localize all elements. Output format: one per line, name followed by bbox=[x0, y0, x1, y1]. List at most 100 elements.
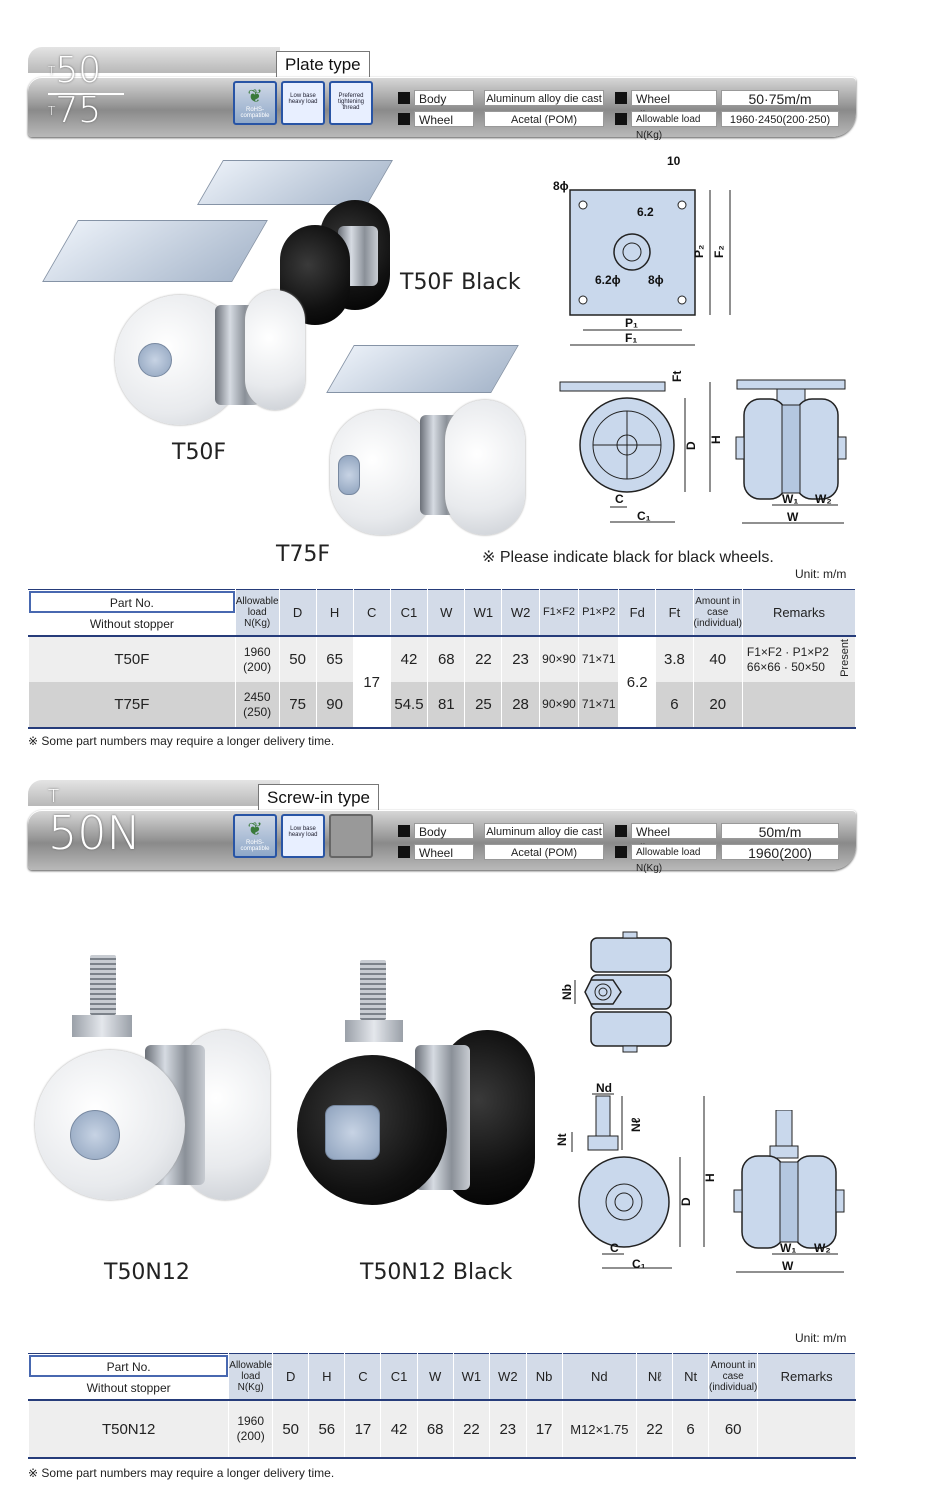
unit-label-2: Unit: m/m bbox=[795, 1331, 847, 1345]
label-w: W bbox=[782, 1259, 794, 1273]
white-wheel bbox=[445, 400, 525, 535]
series-header-t50n: Screw-in type T 50N ❦ RoHS-compatible Lo… bbox=[28, 780, 856, 874]
col-w1: W1 bbox=[452, 1353, 491, 1401]
drawing-screw-side-view: Nd Nt Nℓ D H C C₁ bbox=[552, 1082, 722, 1272]
label-w2: W₂ bbox=[815, 492, 832, 506]
mount-plate bbox=[326, 345, 519, 393]
table-row: T50F 1960(200) 50 65 17 42 68 22 23 90×9… bbox=[28, 636, 857, 728]
spec-wheel-diameter: Wheel diameter 50·75m/m bbox=[615, 89, 839, 122]
col-w1: W1 bbox=[464, 589, 503, 637]
spec-table-screw-type: Part No. Without stopper Allowable load … bbox=[27, 1353, 856, 1459]
bullet-square-icon bbox=[615, 112, 627, 125]
mount-plate bbox=[197, 160, 393, 205]
caption-t50f-black: T50F Black bbox=[400, 270, 521, 295]
drawing-screw-top-view: Nb bbox=[555, 928, 695, 1058]
label-c: C bbox=[610, 1241, 619, 1255]
white-wheel bbox=[245, 290, 305, 410]
col-fd: Fd bbox=[618, 589, 657, 637]
bullet-square-icon bbox=[398, 91, 410, 104]
col-nb: Nb bbox=[525, 1353, 563, 1401]
spec-body: Body Aluminum alloy die cast bbox=[398, 822, 604, 839]
col-h: H bbox=[308, 1353, 346, 1401]
col-p1xp2: P1×P2 bbox=[578, 589, 620, 637]
plate-outline bbox=[569, 189, 696, 316]
col-d: D bbox=[278, 589, 317, 637]
col-w: W bbox=[427, 589, 466, 637]
header-bar bbox=[28, 810, 856, 870]
label-nb: Nb bbox=[560, 984, 574, 1000]
rohs-icon: ❦ RoHS-compatible bbox=[233, 814, 277, 858]
label-h: H bbox=[709, 435, 723, 444]
caption-t50n12-black: T50N12 Black bbox=[360, 1260, 513, 1285]
note-black-wheels: ※ Please indicate black for black wheels… bbox=[482, 549, 774, 566]
caption-t75f: T75F bbox=[276, 542, 331, 567]
col-amount: Amount in case (individual) bbox=[707, 1353, 759, 1401]
empty-icon-slot bbox=[329, 814, 373, 858]
low-base-heavy-load-icon: Low base heavy load bbox=[281, 81, 325, 125]
rohs-icon: ❦ RoHS-compatible bbox=[233, 81, 277, 125]
axle-hub bbox=[70, 1110, 120, 1160]
header-tab-backdrop bbox=[28, 780, 280, 806]
photo-t75f bbox=[310, 340, 530, 540]
col-load: Allowable load N(Kg) bbox=[234, 589, 280, 637]
col-nl: Nℓ bbox=[636, 1353, 674, 1401]
bullet-square-icon bbox=[398, 845, 410, 858]
label-8phi: 8ϕ bbox=[553, 179, 569, 193]
col-c1: C1 bbox=[389, 589, 429, 637]
col-remarks: Remarks bbox=[757, 1353, 856, 1401]
header-bar bbox=[28, 77, 856, 137]
col-f1xf2: F1×F2 bbox=[538, 589, 580, 637]
spec-allowable-load: Allowable load N(Kg) 1960·2450(200·250) bbox=[615, 110, 839, 141]
table-row: T50N12 1960(200) 50 56 17 42 68 22 23 17… bbox=[27, 1400, 856, 1458]
model-t: T bbox=[48, 786, 59, 807]
label-d: D bbox=[684, 441, 698, 450]
label-w1: W₁ bbox=[780, 1241, 796, 1255]
drawing-plate-side-view: Ft D H C C₁ bbox=[555, 362, 725, 527]
label-nl: Nℓ bbox=[629, 1117, 643, 1132]
model-divider bbox=[48, 93, 124, 95]
col-amount: Amount in case (individual) bbox=[692, 589, 743, 637]
col-w2: W2 bbox=[489, 1353, 527, 1401]
col-h: H bbox=[315, 589, 354, 637]
col-w2: W2 bbox=[501, 589, 540, 637]
model-50n: 50N bbox=[48, 806, 141, 860]
label-w2: W₂ bbox=[814, 1241, 831, 1255]
col-ft: Ft bbox=[655, 589, 694, 637]
caption-t50n12: T50N12 bbox=[104, 1260, 190, 1285]
spec-allowable-load: Allowable load N(Kg) 1960(200) bbox=[615, 843, 839, 874]
col-part-no: Part No. Without stopper bbox=[28, 589, 236, 637]
spec-wheel-diameter: Wheel diameter 50m/m bbox=[615, 822, 839, 855]
spec-body: Body Aluminum alloy die cast bbox=[398, 89, 604, 106]
drawing-plate-front-view: W₁ W₂ W bbox=[732, 375, 857, 530]
low-base-heavy-load-icon: Low base heavy load bbox=[281, 814, 325, 858]
label-p2: P₂ bbox=[692, 245, 706, 258]
col-remarks: Remarks bbox=[741, 589, 857, 637]
label-nd: Nd bbox=[596, 1082, 612, 1095]
mount-plate bbox=[42, 220, 268, 282]
label-ft: Ft bbox=[670, 371, 684, 382]
label-c: C bbox=[615, 492, 624, 506]
bullet-square-icon bbox=[398, 824, 410, 837]
col-w: W bbox=[416, 1353, 454, 1401]
col-c1: C1 bbox=[380, 1353, 418, 1401]
drawing-screw-front-view: W₁ W₂ W bbox=[732, 1110, 857, 1280]
col-d: D bbox=[272, 1353, 310, 1401]
col-nd: Nd bbox=[561, 1353, 638, 1401]
label-w1: W₁ bbox=[782, 492, 798, 506]
unit-label-1: Unit: m/m bbox=[795, 567, 847, 581]
model-t50: T50 bbox=[48, 50, 102, 91]
threaded-stem bbox=[360, 960, 386, 1020]
label-f2: F₂ bbox=[712, 245, 726, 258]
spec-table-plate-type: Part No. Without stopper Allowable load … bbox=[28, 589, 857, 729]
axle-hub bbox=[138, 343, 172, 377]
plate-side bbox=[559, 381, 666, 392]
spec-wheel: Wheel Acetal (POM) bbox=[398, 843, 604, 860]
footnote-2: ※ Some part numbers may require a longer… bbox=[28, 1466, 335, 1480]
series-header-t50-t75: Plate type T50 T75 ❦ RoHS-compatible Low… bbox=[28, 47, 856, 141]
label-h: H bbox=[703, 1173, 717, 1182]
label-c1: C₁ bbox=[637, 509, 651, 523]
bullet-square-icon bbox=[615, 91, 627, 104]
label-6-2: 6.2 bbox=[637, 205, 654, 219]
spec-wheel: Wheel Acetal (POM) bbox=[398, 110, 604, 127]
tightening-thread-icon: Preferred tightening thread bbox=[329, 81, 373, 125]
